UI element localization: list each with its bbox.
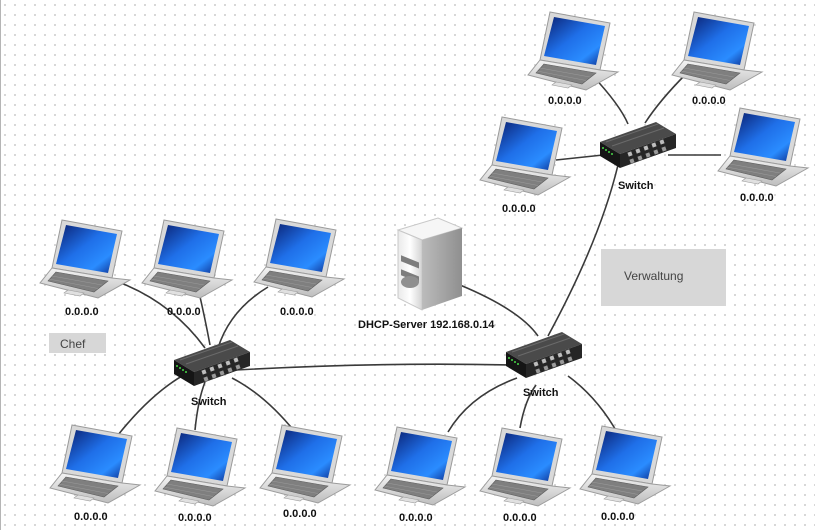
note-chef-text: Chef: [60, 337, 86, 351]
laptop-icon: [671, 11, 763, 91]
switch-label: Switch: [191, 396, 227, 408]
switch-icon: [599, 121, 677, 169]
laptop-icon: [374, 426, 466, 506]
cable: [217, 286, 269, 349]
note-verwaltung-text: Verwaltung: [624, 269, 684, 283]
laptop-address-label: 0.0.0.0: [503, 512, 537, 524]
laptop-icon: [259, 424, 351, 504]
laptop-icon: [154, 427, 246, 507]
laptop-icon: [253, 218, 345, 298]
laptop-icon: [527, 11, 619, 91]
laptop-icon: [579, 425, 671, 505]
laptop-address-label: 0.0.0.0: [399, 512, 433, 524]
laptop-address-label: 0.0.0.0: [74, 511, 108, 523]
laptop-address-label: 0.0.0.0: [280, 306, 314, 318]
note-chef: Chef: [49, 333, 106, 353]
laptop-address-label: 0.0.0.0: [548, 95, 582, 107]
server-label: DHCP-Server 192.168.0.14: [358, 319, 495, 331]
laptop-icon: [49, 424, 141, 504]
cable: [235, 363, 513, 371]
laptop-icon: [39, 219, 131, 299]
laptop-address-label: 0.0.0.0: [167, 306, 201, 318]
cable: [194, 381, 206, 431]
cable: [555, 154, 604, 161]
cable: [519, 384, 537, 429]
switch-label: Switch: [618, 180, 654, 192]
cable: [644, 73, 687, 124]
laptop-address-label: 0.0.0.0: [502, 203, 536, 215]
canvas-border: [0, 0, 1, 530]
cable: [447, 377, 518, 433]
laptop-address-label: 0.0.0.0: [178, 512, 212, 524]
laptop-address-label: 0.0.0.0: [283, 508, 317, 520]
laptop-icon: [479, 427, 571, 507]
cable: [112, 279, 206, 349]
laptop-icon: [479, 116, 571, 196]
cable: [547, 164, 619, 337]
laptop-address-label: 0.0.0.0: [601, 511, 635, 523]
switch-icon: [505, 331, 583, 379]
laptop-address-label: 0.0.0.0: [692, 95, 726, 107]
cable: [567, 375, 619, 435]
laptop-address-label: 0.0.0.0: [740, 192, 774, 204]
cable: [117, 375, 183, 436]
switch-label: Switch: [523, 387, 559, 399]
laptop-icon: [141, 219, 233, 299]
note-verwaltung: Verwaltung: [601, 249, 726, 306]
cable: [459, 284, 539, 337]
laptop-address-label: 0.0.0.0: [65, 306, 99, 318]
switch-icon: [173, 339, 251, 387]
server-icon: [396, 217, 464, 311]
cable: [231, 377, 296, 433]
laptop-icon: [717, 107, 809, 187]
